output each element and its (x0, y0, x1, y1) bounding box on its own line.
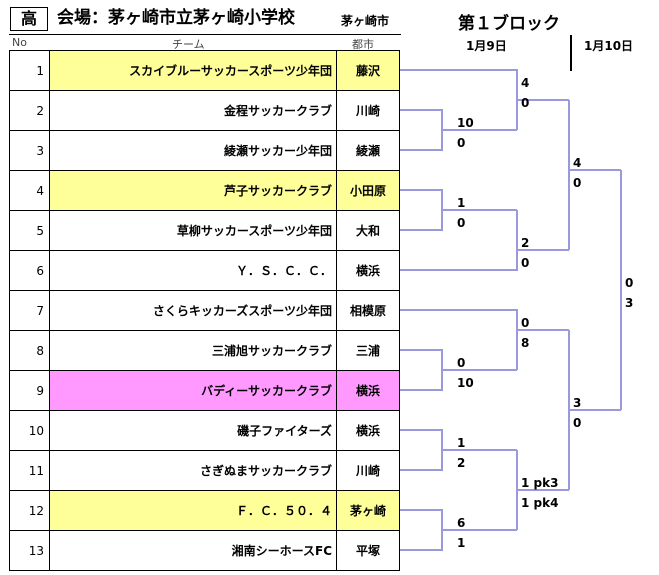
team-city: 三浦 (336, 330, 400, 371)
score-m1011-top: 1 (457, 436, 466, 450)
team-name: 三浦旭サッカークラブ (49, 330, 337, 371)
block-title: 第１ブロック (458, 14, 560, 34)
team-name: Ｆ．Ｃ．５０．４ (49, 490, 337, 531)
score-s2-top: 3 (573, 396, 582, 410)
bracket-line (400, 109, 443, 151)
score-m23-top: 10 (457, 116, 474, 130)
team-number: 11 (9, 450, 50, 491)
column-header-city: 都市 (352, 38, 374, 51)
bracket-line (400, 309, 518, 370)
team-city: 茅ヶ崎 (336, 490, 400, 531)
venue-title: 会場：茅ヶ崎市立茅ヶ崎小学校 (57, 8, 295, 28)
team-number: 4 (9, 170, 50, 211)
team-number: 12 (9, 490, 50, 531)
team-number: 3 (9, 130, 50, 171)
bracket-line (400, 210, 518, 271)
grade-label: 高 (10, 7, 48, 31)
team-city: 横浜 (336, 410, 400, 451)
team-number: 6 (9, 250, 50, 291)
score-final-top: 0 (625, 276, 634, 290)
team-name: さぎぬまサッカークラブ (49, 450, 337, 491)
column-header-team: チーム (172, 38, 205, 51)
score-q1-top: 4 (521, 76, 530, 90)
score-m45-bottom: 0 (457, 216, 466, 230)
team-number: 13 (9, 530, 50, 571)
score-final-bottom: 3 (625, 296, 634, 310)
team-city: 藤沢 (336, 50, 400, 91)
team-name: Ｙ．Ｓ．Ｃ．Ｃ． (49, 250, 337, 291)
score-m1213-top: 6 (457, 516, 466, 530)
score-m1011-bottom: 2 (457, 456, 466, 470)
score-q1-bottom: 0 (521, 96, 530, 110)
team-city: 横浜 (336, 370, 400, 411)
score-q2-bottom: 0 (521, 256, 530, 270)
team-city: 小田原 (336, 170, 400, 211)
team-name: 湘南シーホースFC (49, 530, 337, 571)
team-name: 磯子ファイターズ (49, 410, 337, 451)
team-city: 綾瀬 (336, 130, 400, 171)
score-m89-bottom: 10 (457, 376, 474, 390)
team-name: 草柳サッカースポーツ少年団 (49, 210, 337, 251)
team-city: 横浜 (336, 250, 400, 291)
team-city: 川崎 (336, 450, 400, 491)
score-s1-bottom: 0 (573, 176, 582, 190)
team-name: 金程サッカークラブ (49, 90, 337, 131)
bracket-line (400, 69, 518, 130)
team-name: 芦子サッカークラブ (49, 170, 337, 211)
date-divider (570, 35, 572, 71)
score-q4-bottom: 1 pk4 (521, 496, 559, 510)
team-name: スカイブルーサッカースポーツ少年団 (49, 50, 337, 91)
score-s2-bottom: 0 (573, 416, 582, 430)
score-m89-top: 0 (457, 356, 466, 370)
bracket-line (400, 509, 443, 551)
team-city: 大和 (336, 210, 400, 251)
host-city: 茅ヶ崎市 (341, 14, 390, 28)
score-q3-top: 0 (521, 316, 530, 330)
score-q3-bottom: 8 (521, 336, 530, 350)
score-s1-top: 4 (573, 156, 582, 170)
score-q2-top: 2 (521, 236, 530, 250)
date-day2: 1月10日 (584, 39, 634, 53)
bracket-line (400, 429, 443, 471)
header-rule (9, 34, 401, 35)
team-city: 川崎 (336, 90, 400, 131)
bracket-line (400, 189, 443, 231)
score-m23-bottom: 0 (457, 136, 466, 150)
team-name: 綾瀬サッカー少年団 (49, 130, 337, 171)
date-day1: 1月9日 (466, 39, 507, 53)
team-number: 7 (9, 290, 50, 331)
column-header-no: No (12, 36, 27, 49)
score-m45-top: 1 (457, 196, 466, 210)
bracket-line (400, 349, 443, 391)
score-m1213-bottom: 1 (457, 536, 466, 550)
score-q4-top: 1 pk3 (521, 476, 559, 490)
team-city: 平塚 (336, 530, 400, 571)
